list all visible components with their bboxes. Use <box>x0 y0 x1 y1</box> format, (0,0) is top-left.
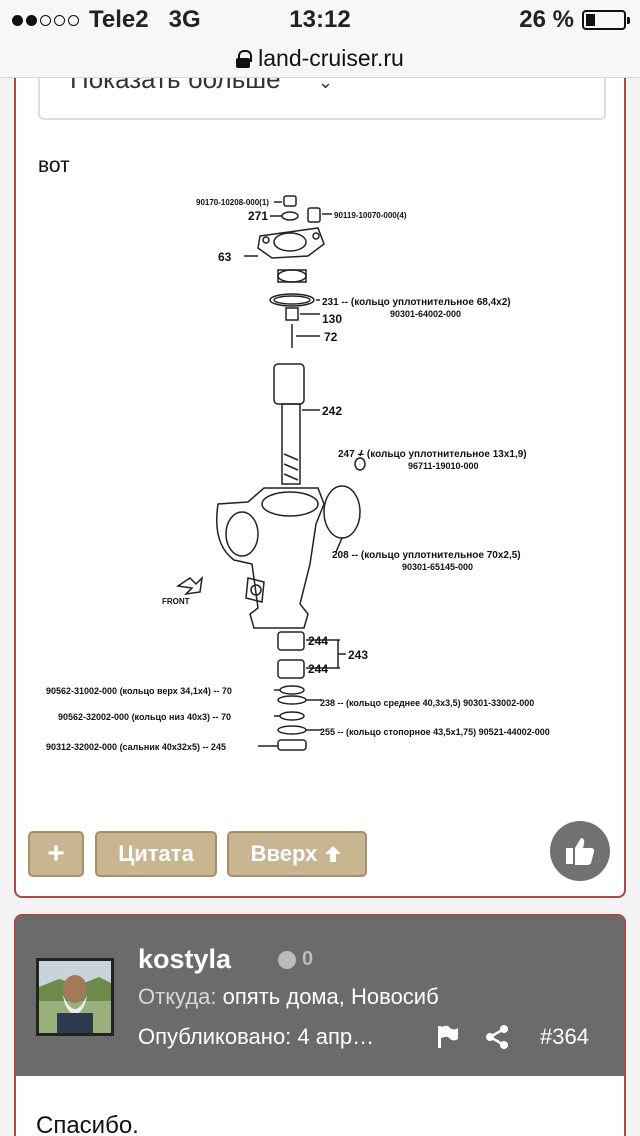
scroll-top-button[interactable]: Вверх <box>227 831 367 877</box>
reputation-count: 0 <box>302 948 314 970</box>
network-type: 3G <box>168 6 201 33</box>
clock: 13:12 <box>289 6 351 33</box>
diagram-label: 247 -- (кольцо уплотнительное 13x1,9) <box>338 449 527 460</box>
post-author-bar: kostyla 0 Откуда: опять дома, Новосиб Оп… <box>16 916 624 1076</box>
diagram-label: 90301-65145-000 <box>402 562 473 572</box>
lock-icon <box>236 49 253 68</box>
diagram-label: 231 -- (кольцо уплотнительное 68,4x2) <box>322 297 511 308</box>
diagram-label: 242 <box>322 404 342 418</box>
status-bar: Tele2 3G 13:12 26 % <box>0 0 640 40</box>
author-location: Откуда: опять дома, Новосиб <box>138 984 439 1010</box>
diagram-label: 130 <box>322 312 342 326</box>
url-domain: land-cruiser.ru <box>258 45 404 71</box>
published-date: Опубликовано: 4 апр… <box>138 1024 375 1049</box>
reputation: 0 <box>278 948 313 971</box>
diagram-label: 255 -- (кольцо стопорное 43,5x1,75) 9052… <box>320 727 550 737</box>
diagram-label: 90562-32002-000 (кольцо низ 40x3) -- 70 <box>58 712 231 722</box>
diagram-label: 208 -- (кольцо уплотнительное 70x2,5) <box>332 550 521 561</box>
forum-post: kostyla 0 Откуда: опять дома, Новосиб Оп… <box>14 914 626 1136</box>
signal-strength-icon <box>12 14 79 26</box>
reputation-dot-icon <box>278 950 296 969</box>
diagram-label: 90562-31002-000 (кольцо верх 34,1x4) -- … <box>46 686 232 696</box>
diagram-label: 96711-19010-000 <box>408 461 479 471</box>
location-value: опять дома, Новосиб <box>222 984 439 1009</box>
post-text: Спасибо. <box>36 1112 139 1136</box>
avatar[interactable] <box>36 958 114 1036</box>
status-right: 26 % <box>519 6 630 34</box>
diagram-label: FRONT <box>162 597 190 606</box>
carrier-name: Tele2 <box>89 6 149 33</box>
show-more-label: Показать больше <box>70 78 281 94</box>
diagram-label: 90301-64002-000 <box>390 309 461 319</box>
diagram-label: 238 -- (кольцо среднее 40,3x3,5) 90301-3… <box>320 698 534 708</box>
arrow-up-icon <box>325 846 342 862</box>
thumbs-up-icon <box>566 838 595 865</box>
steering-gear-diagram: 90170-10208-000(1) 271 90119-10070-000(4… <box>38 184 602 774</box>
diagram-label: 244 <box>308 662 328 676</box>
location-label: Откуда: <box>138 984 217 1009</box>
scroll-top-label: Вверх <box>250 841 318 866</box>
forum-post: Показать больше ⌄ вот <box>14 78 626 898</box>
chevron-down-icon: ⌄ <box>318 78 334 92</box>
diagram-label: 271 <box>248 209 268 223</box>
quote-button[interactable]: Цитата <box>95 831 217 877</box>
show-more-box[interactable]: Показать больше ⌄ <box>38 78 606 120</box>
diagram-label: 244 <box>308 634 328 648</box>
diagram-label: 72 <box>324 330 338 344</box>
share-icon[interactable] <box>484 1024 510 1050</box>
add-multiquote-button[interactable]: + <box>28 831 84 877</box>
post-text: вот <box>38 154 70 177</box>
address-bar[interactable]: land-cruiser.ru <box>0 40 640 78</box>
diagram-label: 243 <box>348 648 368 662</box>
diagram-label: 90170-10208-000(1) <box>196 198 269 207</box>
author-name[interactable]: kostyla <box>138 944 232 974</box>
flag-icon[interactable] <box>436 1024 460 1050</box>
diagram-label: 63 <box>218 250 232 264</box>
status-left: Tele2 3G <box>12 6 201 34</box>
diagram-label: 90312-32002-000 (сальник 40x32x5) -- 245 <box>46 742 226 752</box>
battery-icon <box>582 10 630 30</box>
like-button[interactable] <box>550 821 610 881</box>
diagram-label: 90119-10070-000(4) <box>334 211 407 220</box>
post-number-link[interactable]: #364 <box>540 1024 589 1049</box>
battery-percent: 26 % <box>519 6 574 33</box>
